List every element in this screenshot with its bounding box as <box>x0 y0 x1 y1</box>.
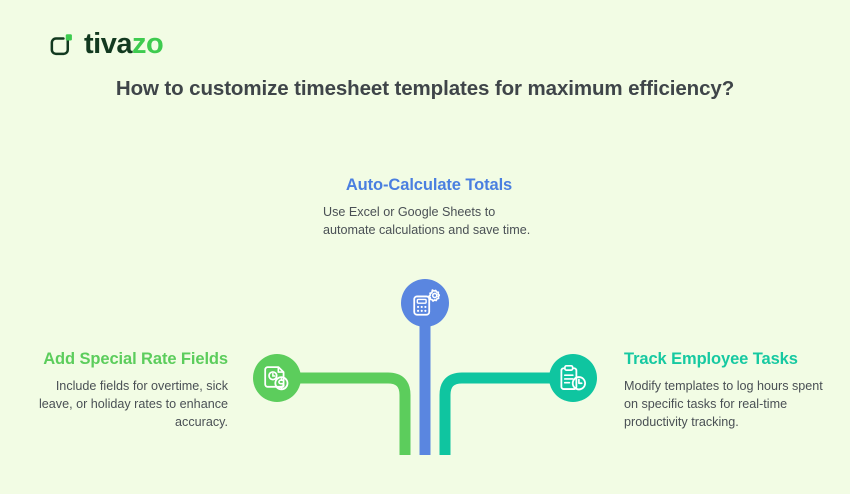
node-track-employee-tasks[interactable] <box>549 354 597 402</box>
branch-right-heading: Track Employee Tasks <box>624 350 798 368</box>
tivazo-bracket-logo-icon <box>48 31 75 58</box>
brand-logo: tivazo <box>48 27 164 61</box>
branch-left-body: Include fields for overtime, sick leave,… <box>38 379 228 429</box>
brand-wordmark-part2: zo <box>131 27 164 60</box>
connector-left-green <box>295 372 411 455</box>
branch-center: Auto-Calculate Totals Use Excel or Googl… <box>323 176 535 240</box>
branch-left-heading: Add Special Rate Fields <box>43 350 228 368</box>
branch-right-body: Modify templates to log hours spent on s… <box>624 379 823 429</box>
branch-left: Add Special Rate Fields Include fields f… <box>20 350 228 432</box>
document-clock-dollar-icon <box>262 363 292 393</box>
node-add-special-rate-fields[interactable] <box>253 354 301 402</box>
brand-wordmark-part1: tiva <box>84 27 132 60</box>
node-auto-calculate-totals[interactable] <box>401 279 449 327</box>
connector-right-teal <box>439 372 555 455</box>
clipboard-clock-icon <box>558 363 588 393</box>
calculator-gear-icon <box>410 288 440 318</box>
page-title: How to customize timesheet templates for… <box>115 77 735 100</box>
branch-right: Track Employee Tasks Modify templates to… <box>624 350 824 432</box>
branch-center-heading: Auto-Calculate Totals <box>345 176 513 194</box>
branch-center-body: Use Excel or Google Sheets to automate c… <box>323 205 531 237</box>
brand-wordmark: tivazo <box>84 27 164 60</box>
